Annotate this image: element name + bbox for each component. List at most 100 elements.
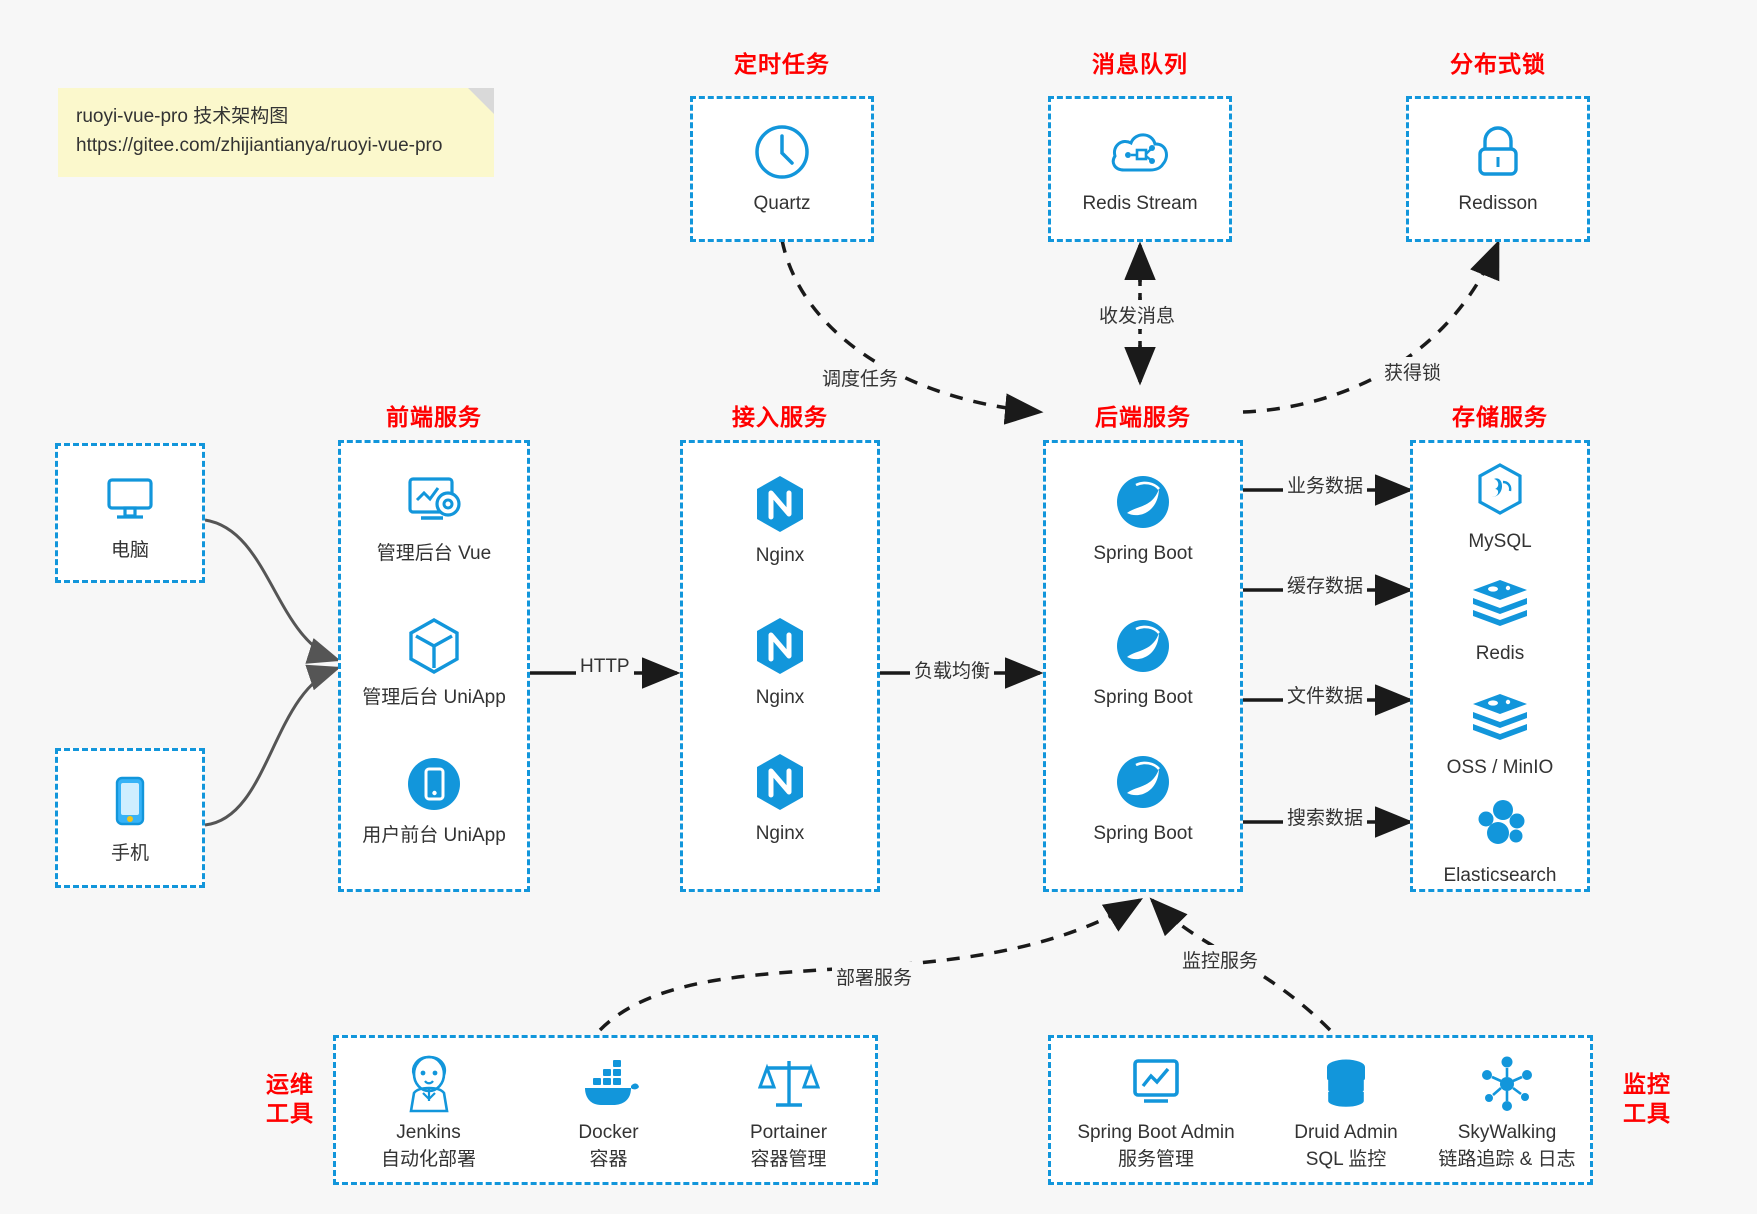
- group-box-frontend: 管理后台 Vue 管理后台 UniApp 用户前台 UniApp: [338, 440, 530, 892]
- group-title-mq: 消息队列: [1092, 51, 1188, 77]
- node-desktop[interactable]: 电脑: [58, 468, 202, 564]
- docker-icon: [526, 1052, 691, 1116]
- group-box-backend: Spring Boot Spring Boot Spring Boot: [1043, 440, 1243, 892]
- node-spring-boot-1[interactable]: Spring Boot: [1046, 471, 1240, 567]
- edge-label-business-data: 业务数据: [1283, 470, 1368, 499]
- node-label: Quartz: [753, 193, 811, 214]
- note-line-1: ruoyi-vue-pro 技术架构图: [76, 106, 289, 127]
- node-label: MySQL: [1468, 531, 1532, 552]
- node-redisson[interactable]: Redisson: [1409, 121, 1587, 217]
- node-mysql[interactable]: MySQL: [1413, 459, 1587, 555]
- desktop-icon: [58, 468, 202, 530]
- node-label: Spring Boot: [1093, 823, 1193, 844]
- group-title-scheduler: 定时任务: [734, 51, 830, 77]
- node-label: 电脑: [110, 540, 149, 561]
- node-portainer[interactable]: Portainer 容器管理: [706, 1052, 871, 1171]
- group-box-devops: Jenkins 自动化部署 Docker 容器: [333, 1035, 878, 1185]
- node-phone[interactable]: 手机: [58, 771, 202, 867]
- group-title-monitor: 监控 工具: [1612, 1070, 1682, 1128]
- edge-label-cache-data: 缓存数据: [1283, 570, 1368, 599]
- node-spring-boot-2[interactable]: Spring Boot: [1046, 615, 1240, 711]
- devops-title-line-1: 运维: [266, 1071, 314, 1097]
- jenkins-icon: [346, 1052, 511, 1116]
- edge-label-send-receive-message: 收发消息: [1095, 300, 1180, 329]
- group-title-frontend: 前端服务: [386, 404, 482, 430]
- wire-desktop-to-frontend: [204, 518, 341, 664]
- phone-icon: [58, 771, 202, 833]
- group-title-backend: 后端服务: [1095, 404, 1191, 430]
- node-jenkins[interactable]: Jenkins 自动化部署: [346, 1052, 511, 1171]
- spring-boot-icon: [1046, 751, 1240, 813]
- group-title-gateway: 接入服务: [732, 404, 828, 430]
- node-label: Redis: [1475, 643, 1525, 664]
- node-label: OSS / MinIO: [1446, 757, 1554, 778]
- node-label: 管理后台 Vue: [376, 543, 492, 564]
- edge-label-search-data: 搜索数据: [1283, 802, 1368, 831]
- sticky-note: ruoyi-vue-pro 技术架构图 https://gitee.com/zh…: [58, 88, 494, 177]
- node-skywalking[interactable]: SkyWalking 链路追踪 & 日志: [1421, 1052, 1593, 1171]
- nginx-icon: [683, 751, 877, 813]
- node-druid-admin[interactable]: Druid Admin SQL 监控: [1266, 1052, 1426, 1171]
- skywalking-icon: [1421, 1052, 1593, 1116]
- node-label: Jenkins: [396, 1122, 461, 1143]
- node-label: Nginx: [755, 545, 805, 566]
- mysql-icon: [1413, 459, 1587, 521]
- node-quartz[interactable]: Quartz: [693, 121, 871, 217]
- node-nginx-1[interactable]: Nginx: [683, 473, 877, 569]
- group-title-devops: 运维 工具: [255, 1070, 325, 1128]
- edge-label-file-data: 文件数据: [1283, 680, 1368, 709]
- devops-title-line-2: 工具: [266, 1099, 314, 1126]
- monitor-title-line-1: 监控: [1623, 1071, 1671, 1097]
- node-nginx-2[interactable]: Nginx: [683, 615, 877, 711]
- node-sublabel: 容器管理: [750, 1149, 827, 1170]
- node-spring-boot-3[interactable]: Spring Boot: [1046, 751, 1240, 847]
- node-redis[interactable]: Redis: [1413, 571, 1587, 667]
- edge-label-acquire-lock: 获得锁: [1380, 357, 1446, 386]
- elasticsearch-icon: [1413, 793, 1587, 855]
- wire-acquire-lock: [1242, 239, 1500, 414]
- node-sublabel: 链路追踪 & 日志: [1438, 1149, 1576, 1170]
- node-label: 用户前台 UniApp: [362, 825, 506, 846]
- node-label: Docker: [578, 1122, 639, 1143]
- group-box-phone: 手机: [55, 748, 205, 888]
- mobile-circle-icon: [341, 753, 527, 815]
- database-icon: [1266, 1052, 1426, 1116]
- group-box-mq: Redis Stream: [1048, 96, 1232, 242]
- dashboard-gear-icon: [341, 471, 527, 533]
- node-label: Spring Boot Admin: [1077, 1122, 1235, 1143]
- group-title-storage: 存储服务: [1452, 404, 1548, 430]
- node-label: 手机: [110, 843, 149, 864]
- note-line-2: https://gitee.com/zhijiantianya/ruoyi-vu…: [76, 135, 443, 157]
- clock-icon: [693, 121, 871, 183]
- node-label: Elasticsearch: [1443, 865, 1557, 886]
- group-box-lock: Redisson: [1406, 96, 1590, 242]
- node-spring-boot-admin[interactable]: Spring Boot Admin 服务管理: [1056, 1052, 1256, 1171]
- node-oss-minio[interactable]: OSS / MinIO: [1413, 685, 1587, 781]
- edge-label-deploy-service: 部署服务: [832, 962, 917, 991]
- note-fold-icon: [468, 88, 494, 114]
- node-label: Redisson: [1458, 193, 1538, 214]
- node-label: 管理后台 UniApp: [362, 687, 506, 708]
- wire-phone-to-frontend: [204, 664, 341, 827]
- edge-label-schedule-task: 调度任务: [818, 363, 903, 392]
- node-admin-uniapp[interactable]: 管理后台 UniApp: [341, 615, 527, 711]
- cloud-stream-icon: [1051, 121, 1229, 183]
- node-admin-vue[interactable]: 管理后台 Vue: [341, 471, 527, 567]
- node-elasticsearch[interactable]: Elasticsearch: [1413, 793, 1587, 889]
- lock-icon: [1409, 121, 1587, 183]
- group-box-storage: MySQL Redis: [1410, 440, 1590, 892]
- group-title-lock: 分布式锁: [1450, 51, 1546, 77]
- node-sublabel: 自动化部署: [380, 1149, 476, 1170]
- nginx-icon: [683, 473, 877, 535]
- node-redis-stream[interactable]: Redis Stream: [1051, 121, 1229, 217]
- node-nginx-3[interactable]: Nginx: [683, 751, 877, 847]
- node-docker[interactable]: Docker 容器: [526, 1052, 691, 1171]
- node-label: Nginx: [755, 823, 805, 844]
- node-user-uniapp[interactable]: 用户前台 UniApp: [341, 753, 527, 849]
- monitor-chart-icon: [1056, 1052, 1256, 1116]
- group-box-desktop: 电脑: [55, 443, 205, 583]
- redis-icon: [1413, 571, 1587, 633]
- scales-icon: [706, 1052, 871, 1116]
- oss-minio-icon: [1413, 685, 1587, 747]
